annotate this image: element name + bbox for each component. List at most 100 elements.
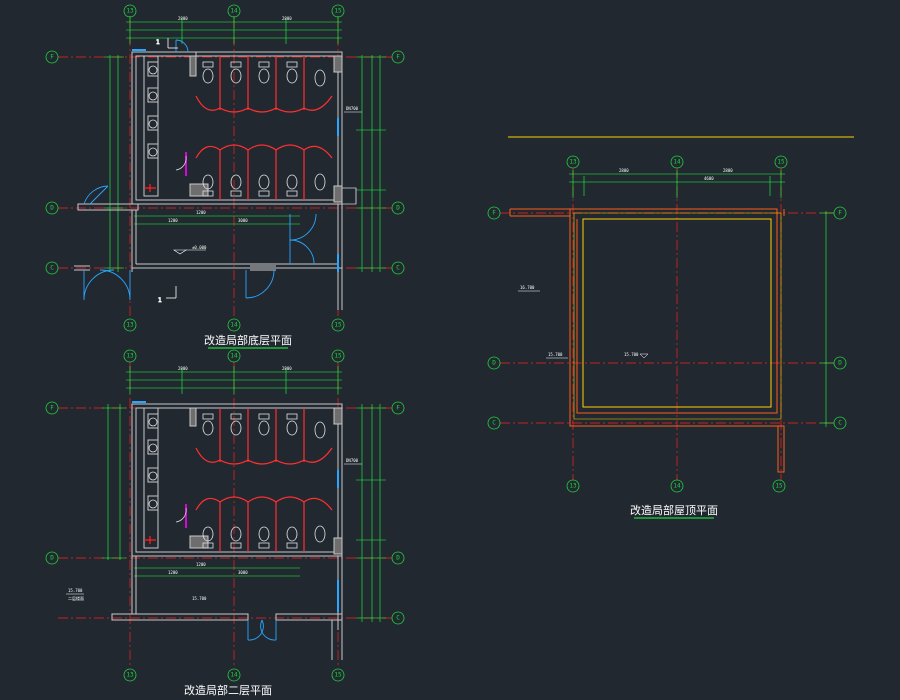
svg-text:4600: 4600 <box>704 176 714 181</box>
svg-text:14: 14 <box>230 8 238 15</box>
accent-marks <box>144 504 187 544</box>
axis-bubble-right-F: F <box>833 206 847 220</box>
axis-bubble-bottom-14: 14 <box>670 479 684 493</box>
axis-bubble-top-15: 15 <box>331 349 345 363</box>
axis-bubble-bottom-13: 13 <box>566 479 580 493</box>
axis-bubble-top-14: 14 <box>670 155 684 169</box>
axis-markers: 13 14 15 13 14 15 F D C F D C <box>487 155 847 493</box>
axis-bubble-bottom-15: 15 <box>772 479 786 493</box>
svg-text:F: F <box>50 54 54 61</box>
svg-text:1200: 1200 <box>196 210 206 215</box>
svg-text:1: 1 <box>156 39 160 46</box>
axis-markers: 13 14 15 13 14 15 F D C F D C <box>45 4 405 332</box>
axis-bubble-right-C: C <box>833 416 847 430</box>
svg-text:1: 1 <box>158 297 162 304</box>
svg-text:D: D <box>838 360 842 367</box>
cubicle-partitions <box>195 408 333 552</box>
svg-text:2800: 2800 <box>282 16 292 21</box>
svg-text:D: D <box>492 360 496 367</box>
svg-text:D: D <box>396 555 400 562</box>
axis-bubble-top-15: 15 <box>331 4 345 18</box>
svg-text:15: 15 <box>775 483 783 490</box>
axis-bubble-left-C: C <box>45 261 59 275</box>
svg-text:3000: 3000 <box>238 218 248 223</box>
svg-text:D: D <box>50 205 54 212</box>
svg-text:2800: 2800 <box>282 366 292 371</box>
plan-title-second: 改造局部二层平面 <box>184 683 272 697</box>
svg-text:15: 15 <box>334 353 342 360</box>
svg-text:13: 13 <box>126 8 134 15</box>
svg-text:F: F <box>396 54 400 61</box>
svg-text:15.700: 15.700 <box>68 588 83 593</box>
svg-text:2800: 2800 <box>178 16 188 21</box>
ground-floor-plan: 13 14 15 13 14 15 F D C F D C 2800 2800 … <box>45 4 405 349</box>
svg-text:15: 15 <box>334 672 342 679</box>
axis-bubble-right-D: D <box>833 356 847 370</box>
axis-bubble-top-13: 13 <box>566 155 580 169</box>
svg-text:13: 13 <box>569 483 577 490</box>
axis-bubble-bottom-13: 13 <box>123 318 137 332</box>
svg-text:15.700: 15.700 <box>192 596 207 601</box>
svg-text:F: F <box>50 405 54 412</box>
svg-text:C: C <box>396 615 400 622</box>
roof-parapet <box>509 208 785 473</box>
axis-bubble-bottom-15: 15 <box>331 318 345 332</box>
axis-bubble-bottom-13: 13 <box>123 668 137 682</box>
doors <box>132 401 339 641</box>
axis-bubble-left-F: F <box>45 401 59 415</box>
svg-text:C: C <box>396 265 400 272</box>
accent-marks <box>144 152 187 192</box>
svg-text:DN700: DN700 <box>346 458 359 463</box>
axis-bubble-top-13: 13 <box>123 349 137 363</box>
axis-bubble-right-F: F <box>391 50 405 64</box>
svg-text:C: C <box>838 420 842 427</box>
axis-bubble-top-15: 15 <box>774 155 788 169</box>
level-mark: DN700 15.700 二层楼面 15.700 <box>66 458 362 601</box>
axis-markers: 13 14 15 13 14 15 F D F D C <box>45 349 405 682</box>
svg-text:DN700: DN700 <box>346 106 359 111</box>
svg-text:13: 13 <box>126 322 134 329</box>
dimension-lines <box>104 16 386 272</box>
svg-text:14: 14 <box>230 322 238 329</box>
dimension-lines <box>102 366 386 622</box>
dimension-lines <box>569 170 834 427</box>
svg-text:二层楼面: 二层楼面 <box>68 595 84 601</box>
svg-text:16.700: 16.700 <box>520 285 535 290</box>
svg-text:F: F <box>838 210 842 217</box>
axis-bubble-right-D: D <box>391 201 405 215</box>
svg-text:15: 15 <box>334 322 342 329</box>
walls <box>74 51 343 310</box>
roof-plan: 13 14 15 13 14 15 F D C F D C 2800 4600 … <box>487 136 854 519</box>
svg-text:15: 15 <box>334 8 342 15</box>
svg-text:C: C <box>492 420 496 427</box>
svg-text:2800: 2800 <box>723 168 733 173</box>
svg-text:1200: 1200 <box>168 570 178 575</box>
axis-bubble-left-D: D <box>487 356 501 370</box>
svg-text:13: 13 <box>126 353 134 360</box>
plan-title-ground: 改造局部底层平面 <box>204 333 292 347</box>
svg-text:1200: 1200 <box>196 562 206 567</box>
doors <box>83 39 339 301</box>
svg-text:C: C <box>50 265 54 272</box>
axis-bubble-bottom-14: 14 <box>227 668 241 682</box>
axis-bubble-right-C: C <box>391 261 405 275</box>
axis-bubble-left-D: D <box>45 201 59 215</box>
toilet-fixtures <box>148 61 326 197</box>
svg-text:2800: 2800 <box>178 366 188 371</box>
cubicle-partitions <box>195 56 333 200</box>
dimension-labels: 2800 2800 1200 3000 1200 <box>168 366 292 575</box>
level-marks: 16.700 15.700 15.700 <box>518 285 649 359</box>
section-marks: 1 1 <box>156 38 178 304</box>
svg-text:14: 14 <box>673 159 681 166</box>
axis-bubble-right-F: F <box>391 401 405 415</box>
svg-text:15: 15 <box>777 159 785 166</box>
axis-bubble-right-C: C <box>391 611 405 625</box>
svg-text:3000: 3000 <box>238 570 248 575</box>
svg-text:±0.000: ±0.000 <box>192 245 207 250</box>
axis-bubble-left-F: F <box>45 50 59 64</box>
axis-bubble-left-C: C <box>487 416 501 430</box>
svg-text:F: F <box>396 405 400 412</box>
svg-text:F: F <box>492 210 496 217</box>
axis-bubble-bottom-14: 14 <box>227 318 241 332</box>
